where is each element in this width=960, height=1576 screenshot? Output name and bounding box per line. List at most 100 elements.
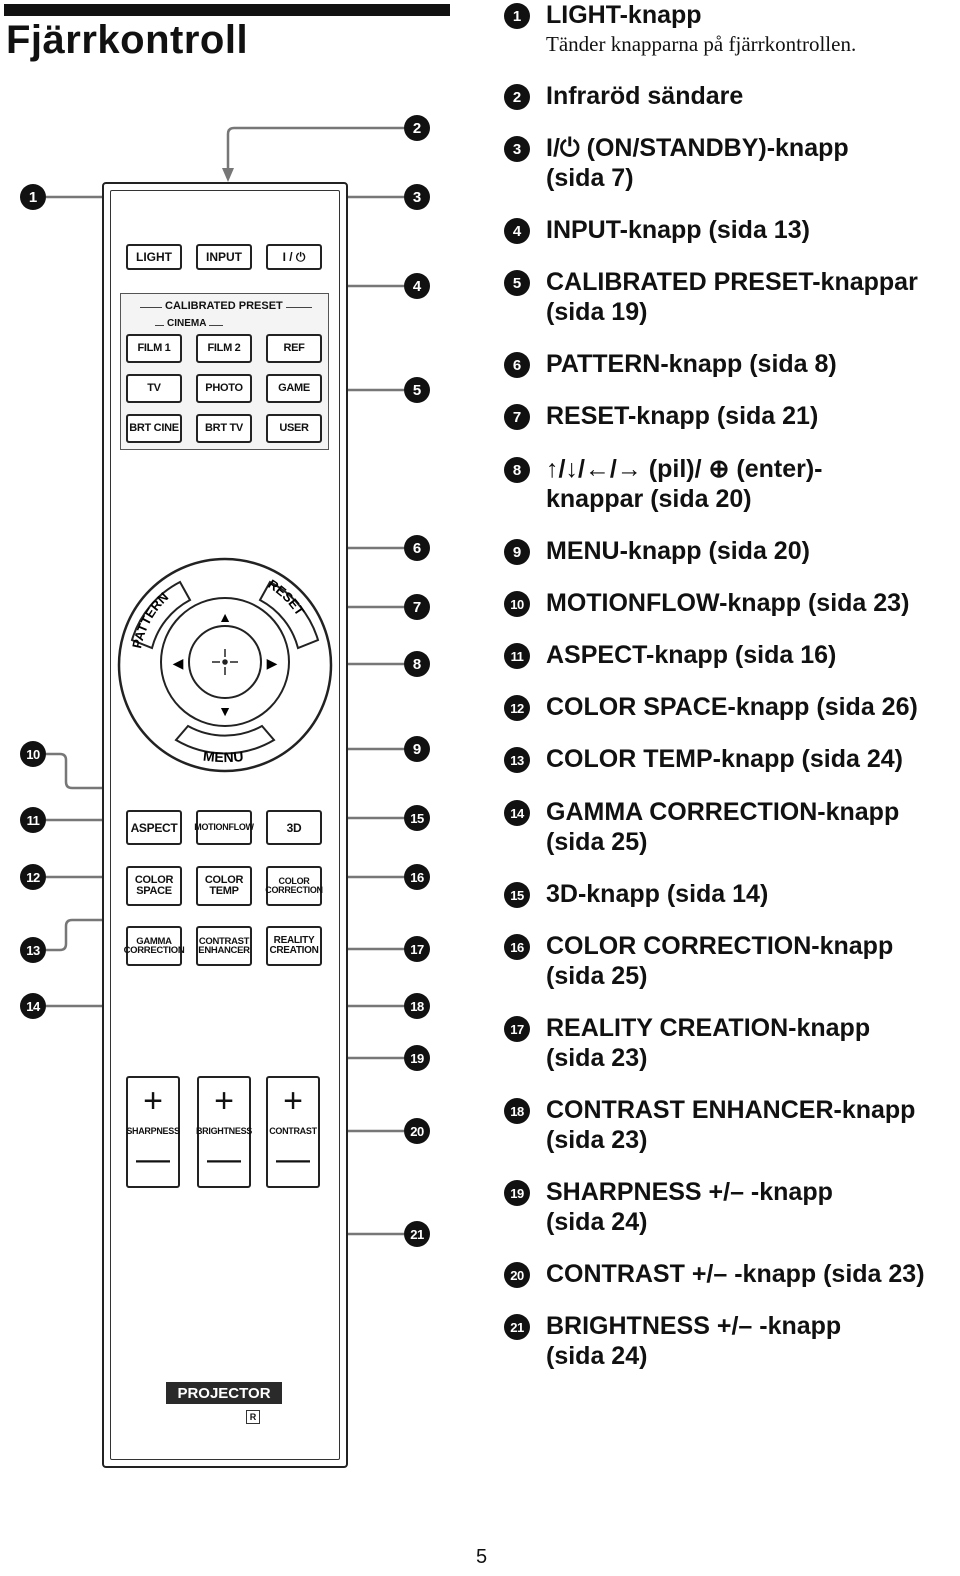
aspect-button: ASPECT [126, 810, 182, 845]
plus-icon: + [283, 1082, 303, 1120]
power-button: I / ⏻ [266, 244, 322, 270]
legend-text: RESET-knapp (sida 21) [546, 402, 819, 430]
gamma-correction-button: GAMMA CORRECTION [124, 926, 185, 966]
motionflow-button: MOTIONFLOW [194, 810, 254, 845]
color-temp-button: COLOR TEMP [196, 866, 252, 906]
r-logo-icon: R [246, 1410, 260, 1424]
callout-7: 7 [404, 594, 430, 620]
legend-text: ↑/↓/←/→ (pil)/ ⊕ (enter)- knappar (sida … [546, 455, 823, 513]
brt-cine-button: BRT CINE [126, 414, 182, 443]
minus-icon: — [136, 1140, 170, 1178]
navigation-dial: ▲ ▼ ◀ ▶ PATTERN RESET MENU [117, 557, 333, 773]
light-button: LIGHT [126, 244, 182, 270]
callout-12: 12 [20, 864, 46, 890]
contrast-label: CONTRAST [269, 1126, 317, 1136]
legend-number: 20 [504, 1262, 530, 1288]
page-title: Fjärrkontroll [6, 18, 249, 62]
title-rule [4, 4, 450, 16]
callout-2: 2 [404, 115, 430, 141]
callout-1: 1 [20, 184, 46, 210]
film1-button: FILM 1 [126, 334, 182, 363]
callout-10: 10 [20, 741, 46, 767]
projector-badge: PROJECTOR [166, 1382, 282, 1404]
reality-creation-button: REALITY CREATION [266, 926, 322, 966]
color-correction-button: COLOR CORRECTION [265, 866, 323, 906]
up-arrow-icon: ▲ [218, 609, 232, 625]
legend-text: Infraröd sändare [546, 82, 744, 110]
legend-text: GAMMA CORRECTION-knapp (sida 25) [546, 798, 900, 856]
cinema-label: CINEMA [164, 318, 210, 329]
legend-text: REALITY CREATION-knapp (sida 23) [546, 1014, 871, 1072]
callout-13: 13 [20, 937, 46, 963]
color-space-button: COLOR SPACE [126, 866, 182, 906]
legend-number: 8 [504, 457, 530, 483]
reset-button-shape [258, 580, 320, 650]
legend-number: 5 [504, 270, 530, 296]
brightness-label: BRIGHTNESS [195, 1126, 252, 1136]
menu-label: MENU [202, 748, 244, 765]
legend-number: 3 [504, 136, 530, 162]
minus-icon: — [207, 1140, 241, 1178]
brightness-rocker: + BRIGHTNESS — [195, 1076, 252, 1188]
legend-number: 11 [504, 643, 530, 669]
legend-number: 16 [504, 934, 530, 960]
photo-button: PHOTO [196, 374, 252, 403]
right-arrow-icon: ▶ [267, 655, 278, 671]
callout-3: 3 [404, 184, 430, 210]
callout-20: 20 [404, 1118, 430, 1144]
legend-text: COLOR SPACE-knapp (sida 26) [546, 693, 918, 721]
legend-number: 10 [504, 591, 530, 617]
legend-number: 13 [504, 747, 530, 773]
legend-number: 1 [504, 3, 530, 29]
tv-button: TV [126, 374, 182, 403]
callout-18: 18 [404, 993, 430, 1019]
legend-text: LIGHT-knapp [546, 1, 702, 29]
callout-6: 6 [404, 535, 430, 561]
plus-icon: + [214, 1082, 234, 1120]
legend-text: ASPECT-knapp (sida 16) [546, 641, 837, 669]
legend-number: 12 [504, 695, 530, 721]
callout-11: 11 [20, 807, 46, 833]
legend-text: MENU-knapp (sida 20) [546, 537, 810, 565]
ref-button: REF [266, 334, 322, 363]
callout-21: 21 [404, 1221, 430, 1247]
left-arrow-icon: ◀ [173, 655, 184, 671]
legend-number: 15 [504, 882, 530, 908]
contrast-rocker: + CONTRAST — [266, 1076, 320, 1188]
legend-text: SHARPNESS +/– -knapp (sida 24) [546, 1178, 833, 1236]
callout-9: 9 [404, 736, 430, 762]
callout-8: 8 [404, 651, 430, 677]
legend-number: 2 [504, 84, 530, 110]
sharpness-label: SHARPNESS [126, 1126, 180, 1136]
legend-text: INPUT-knapp (sida 13) [546, 216, 810, 244]
callout-4: 4 [404, 273, 430, 299]
legend-number: 19 [504, 1180, 530, 1206]
legend-number: 17 [504, 1016, 530, 1042]
legend-number: 4 [504, 218, 530, 244]
callout-5: 5 [404, 377, 430, 403]
game-button: GAME [266, 374, 322, 403]
3d-button: 3D [266, 810, 322, 845]
legend-text: BRIGHTNESS +/– -knapp (sida 24) [546, 1312, 842, 1370]
legend-text: PATTERN-knapp (sida 8) [546, 350, 837, 378]
legend-text: MOTIONFLOW-knapp (sida 23) [546, 589, 910, 617]
legend-number: 7 [504, 404, 530, 430]
down-arrow-icon: ▼ [218, 703, 232, 719]
sharpness-rocker: + SHARPNESS — [126, 1076, 180, 1188]
callout-16: 16 [404, 864, 430, 890]
callout-19: 19 [404, 1045, 430, 1071]
user-button: USER [266, 414, 322, 443]
legend-number: 6 [504, 352, 530, 378]
legend-number: 18 [504, 1098, 530, 1124]
contrast-enhancer-button: CONTRAST ENHANCER [196, 926, 252, 966]
enter-crosshair-icon [212, 649, 238, 675]
legend-number: 21 [504, 1314, 530, 1340]
legend-subtext: Tänder knapparna på fjärrkontrollen. [546, 32, 857, 56]
remote-body-outline [110, 190, 340, 1460]
legend-text: CONTRAST +/– -knapp (sida 23) [546, 1260, 925, 1288]
callout-15: 15 [404, 805, 430, 831]
minus-icon: — [276, 1140, 310, 1178]
legend-text: COLOR TEMP-knapp (sida 24) [546, 745, 903, 773]
legend-number: 14 [504, 800, 530, 826]
film2-button: FILM 2 [196, 334, 252, 363]
